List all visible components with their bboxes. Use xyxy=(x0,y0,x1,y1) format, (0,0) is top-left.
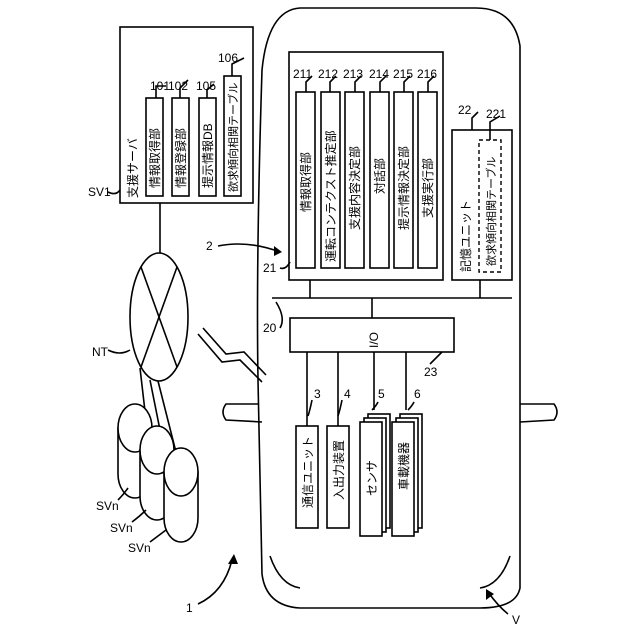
control-unit-212-text: 運転コンテクスト推定部 xyxy=(323,130,338,262)
peripherals: 通信ユニット 入出力装置 センサ 車載機器 3 4 5 6 xyxy=(296,352,422,536)
ref-23: 23 xyxy=(424,365,438,379)
io-text: I/O xyxy=(367,332,381,348)
label-svn-1: SVn xyxy=(96,499,119,513)
ref-213: 213 xyxy=(343,67,363,81)
right-mirror xyxy=(520,404,557,422)
ref-221: 221 xyxy=(486,107,506,121)
label-svn-2: SVn xyxy=(110,521,133,535)
ref-102: 102 xyxy=(168,79,188,93)
control-unit: 情報取得部 運転コンテクスト推定部 支援内容決定部 対話部 提示情報決定部 支援… xyxy=(263,52,443,280)
control-unit-215-text: 提示情報決定部 xyxy=(396,146,411,230)
label-v: V xyxy=(512,613,520,627)
sensor-unit-text: センサ xyxy=(365,460,379,496)
server-unit-106-text: 欲求傾向相関テーブル xyxy=(226,83,240,192)
label-2: 2 xyxy=(206,239,213,253)
ref-20: 20 xyxy=(263,321,277,335)
label-1: 1 xyxy=(186,601,193,615)
communication-unit-text: 通信ユニット xyxy=(301,436,315,508)
wireless-link xyxy=(198,334,262,382)
storage-unit: 記憶ユニット 欲求傾向相関テーブル 22 221 xyxy=(452,103,512,280)
ref-214: 214 xyxy=(369,67,389,81)
control-unit-214-text: 対話部 xyxy=(372,158,387,194)
ref-3: 3 xyxy=(314,387,321,401)
support-server: 支援サーバ 情報取得部 情報登録部 提示情報DB 欲求傾向相関テーブル 101 … xyxy=(88,27,253,203)
ref-211: 211 xyxy=(293,67,312,81)
ref-105: 105 xyxy=(196,79,216,93)
server-unit-102-text: 情報登録部 xyxy=(173,128,188,188)
control-unit-211-text: 情報取得部 xyxy=(298,152,313,212)
ref-5: 5 xyxy=(378,387,385,401)
ref-22: 22 xyxy=(458,103,472,117)
network: NT xyxy=(92,253,188,381)
label-sv1: SV1 xyxy=(88,185,111,199)
server-unit-105-text: 提示情報DB xyxy=(200,123,215,188)
control-unit-213-text: 支援内容決定部 xyxy=(347,146,362,230)
label-svn-3: SVn xyxy=(128,541,151,555)
server-unit-101-text: 情報取得部 xyxy=(147,128,162,188)
label-nt: NT xyxy=(92,345,109,359)
control-unit-216-text: 支援実行部 xyxy=(420,158,435,218)
left-mirror xyxy=(223,404,262,422)
ref-4: 4 xyxy=(344,387,351,401)
ref-6: 6 xyxy=(414,387,421,401)
onboard-equipment-text: 車載機器 xyxy=(396,442,411,490)
storage-unit-title: 記憶ユニット xyxy=(458,200,473,272)
server-cylinder xyxy=(164,448,198,542)
other-servers: SVn SVn SVn xyxy=(96,404,198,555)
io-device-text: 入出力装置 xyxy=(332,440,346,500)
ref-216: 216 xyxy=(417,67,437,81)
ref-215: 215 xyxy=(393,67,413,81)
ref-106: 106 xyxy=(218,51,238,65)
storage-table-text: 欲求傾向相関テーブル xyxy=(484,157,498,266)
ref-21: 21 xyxy=(263,261,277,275)
support-server-title: 支援サーバ xyxy=(126,138,140,198)
ref-212: 212 xyxy=(318,67,338,81)
